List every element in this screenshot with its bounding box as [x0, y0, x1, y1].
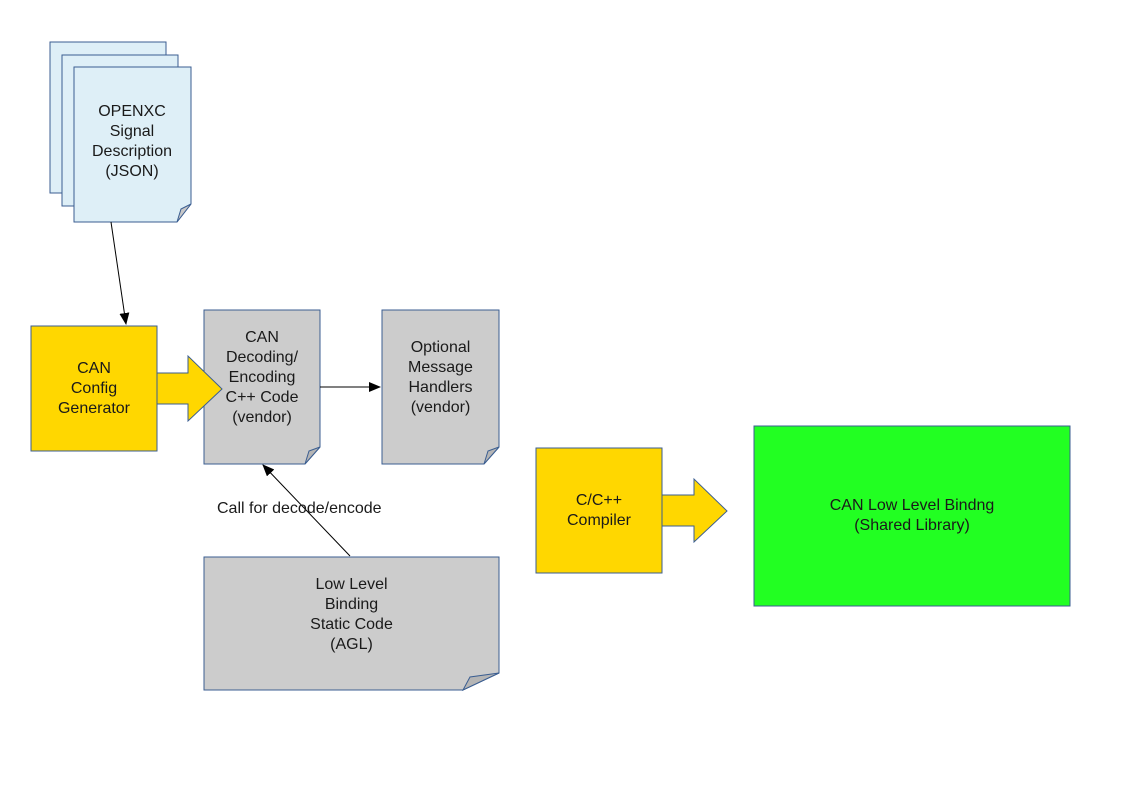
can-config-generator-box: [30, 325, 158, 452]
static-label-line-2: Binding: [324, 596, 379, 613]
can-decoding-document: [203, 309, 321, 465]
document-front-fold: [176, 203, 192, 223]
generator-label-line-1: CAN: [77, 359, 111, 377]
can-decoding-encoding-label: CAN Decoding/ Encoding C++ Code (vendor): [204, 318, 320, 438]
low-level-static-document: [203, 556, 500, 692]
openxc-document-stack: [49, 41, 192, 223]
generator-label-line-2: Config: [70, 379, 118, 397]
decoding-label-line-1: CAN: [245, 329, 279, 346]
can-low-level-binding-label: CAN Low Level Bindng (Shared Library): [754, 426, 1070, 606]
static-label-line-1: Low Level: [315, 576, 388, 593]
generator-label-line-3: Generator: [57, 399, 131, 417]
compiler-label-line-1: C/C++: [575, 491, 623, 509]
decoding-label-line-3: Encoding: [228, 369, 296, 386]
decoding-label-line-2: Decoding/: [225, 349, 299, 366]
openxc-label-line-1: OPENXC: [98, 103, 166, 120]
low-level-binding-static-label: Low Level Binding Static Code (AGL): [204, 565, 499, 665]
can-low-level-binding-box: [753, 425, 1071, 607]
openxc-signal-description-label: OPENXC Signal Description (JSON): [74, 67, 190, 217]
can-config-generator-label: CAN Config Generator: [31, 326, 157, 451]
handlers-label-line-4: (vendor): [410, 399, 471, 416]
static-label-line-4: (AGL): [330, 636, 373, 653]
cc-compiler-label: C/C++ Compiler: [536, 448, 662, 573]
handlers-label-line-2: Message: [408, 359, 473, 376]
openxc-label-line-4: (JSON): [105, 163, 159, 180]
call-for-decode-encode-label: Call for decode/encode: [217, 500, 382, 517]
can-decoding-fold: [304, 446, 321, 465]
handlers-label-line-1: Optional: [410, 339, 471, 356]
cc-compiler-box: [535, 447, 663, 574]
binding-label-line-1: CAN Low Level Bindng: [829, 497, 995, 514]
generator-block-arrow: [156, 354, 223, 423]
openxc-label-line-3: Description: [91, 143, 173, 160]
compiler-label-line-2: Compiler: [566, 511, 631, 529]
decoding-label-line-4: C++ Code: [225, 389, 299, 406]
optional-handlers-fold: [483, 446, 500, 465]
compiler-block-arrow: [661, 477, 728, 544]
optional-message-handlers-label: Optional Message Handlers (vendor): [382, 318, 499, 438]
openxc-label-line-2: Signal: [109, 123, 155, 140]
binding-label-line-2: (Shared Library): [854, 517, 970, 534]
openxc-to-generator-arrow: [110, 221, 130, 325]
low-level-static-fold: [461, 672, 500, 692]
decoding-label-line-5: (vendor): [232, 409, 292, 426]
static-label-line-3: Static Code: [310, 616, 393, 633]
static-code-to-decoding-arrow: [262, 464, 351, 557]
handlers-label-line-3: Handlers: [408, 379, 473, 396]
optional-handlers-document: [381, 309, 500, 465]
